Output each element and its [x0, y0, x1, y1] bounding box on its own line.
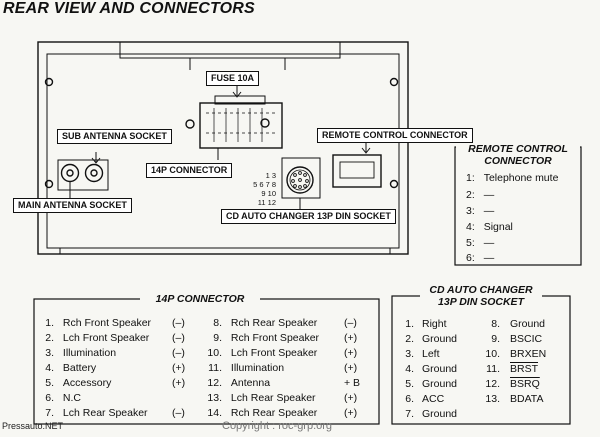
page-title: REAR VIEW AND CONNECTORS — [3, 0, 255, 17]
p14-connector-shape — [199, 102, 283, 149]
cd-changer-label: CD AUTO CHANGER 13P DIN SOCKET — [221, 209, 396, 224]
site-watermark: Pressauto.NET — [2, 421, 64, 431]
pin-number: 5 6 7 8 — [253, 180, 276, 189]
antenna-bracket — [57, 159, 109, 191]
p14-pin-row: 10. Lch Front Speaker (+) — [207, 347, 358, 359]
pin-number: 1 3 — [265, 171, 276, 180]
remote-row: 6: — — [466, 252, 495, 264]
p14-pin-row: 1. Rch Front Speaker (–) — [45, 317, 185, 329]
cd-pin-row: 8.Ground — [491, 318, 546, 330]
p14-pin-row: 12. Antenna + B — [207, 377, 361, 389]
cd-panel-title: CD AUTO CHANGER 13P DIN SOCKET — [420, 284, 542, 308]
p14-connector-label: 14P CONNECTOR — [146, 163, 233, 178]
cd-pin-row: 13.BDATA — [485, 393, 544, 405]
p14-pin-row: 6. N.C — [45, 392, 82, 404]
cd-pin-row: 9.BSCIC — [491, 333, 543, 345]
p14-pin-row: 7. Lch Rear Speaker (–) — [45, 407, 185, 419]
remote-row: 3: — — [466, 205, 495, 217]
pin-number: 11 12 — [257, 198, 276, 207]
cd-pin-row: 4.Ground — [405, 363, 458, 375]
cd-pin-row: 5.Ground — [405, 378, 458, 390]
p14-pin-row: 5. Accessory (+) — [45, 377, 186, 389]
p14-pin-row: 11. Illumination (+) — [208, 362, 358, 374]
remote-row: 4: Signal — [466, 221, 513, 233]
main-antenna-label: MAIN ANTENNA SOCKET — [13, 198, 132, 213]
cd-pin-row: 1.Right — [405, 318, 447, 330]
p14-pin-row: 13. Lch Rear Speaker (+) — [207, 392, 358, 404]
sub-antenna-label: SUB ANTENNA SOCKET — [57, 129, 172, 144]
cd-pin-row: 12.BSRQ — [485, 378, 540, 390]
cd-pin-row: 11.BRST — [486, 363, 539, 375]
remote-connector-shape — [332, 154, 382, 188]
sub-antenna-socket — [84, 163, 104, 183]
remote-panel-title: REMOTE CONTROL CONNECTOR — [456, 143, 580, 167]
remote-row: 5: — — [466, 237, 495, 249]
p14-pin-row: 4. Battery (+) — [45, 362, 186, 374]
remote-control-label: REMOTE CONTROL CONNECTOR — [317, 128, 473, 143]
pin-number: 9 10 — [261, 189, 276, 198]
remote-row: 2: — — [466, 189, 495, 201]
housing-inner — [46, 53, 400, 249]
din-socket — [286, 166, 314, 194]
housing-outline — [37, 41, 409, 255]
main-antenna-socket — [60, 163, 80, 183]
fuse-label: FUSE 10A — [206, 71, 260, 86]
cd-pin-row: 10.BRXEN — [485, 348, 547, 360]
p14-panel-title: 14P CONNECTOR — [140, 293, 260, 305]
p14-pin-row: 3. Illumination (–) — [45, 347, 185, 359]
cd-pin-row: 6.ACC — [405, 393, 445, 405]
p14-pin-row: 8. Rch Rear Speaker (–) — [213, 317, 357, 329]
cd-pin-row: 3.Left — [405, 348, 440, 360]
cd-pin-row: 2.Ground — [405, 333, 458, 345]
p14-pin-row: 2. Lch Front Speaker (–) — [45, 332, 185, 344]
p14-pin-row: 14. Rch Rear Speaker (+) — [207, 407, 358, 419]
cd-pin-row: 7.Ground — [405, 408, 458, 420]
remote-row: 1: Telephone mute — [466, 172, 559, 184]
copyright-watermark: Copyright : roc-grp.org — [222, 420, 333, 432]
p14-pin-row: 9. Rch Front Speaker (+) — [213, 332, 358, 344]
